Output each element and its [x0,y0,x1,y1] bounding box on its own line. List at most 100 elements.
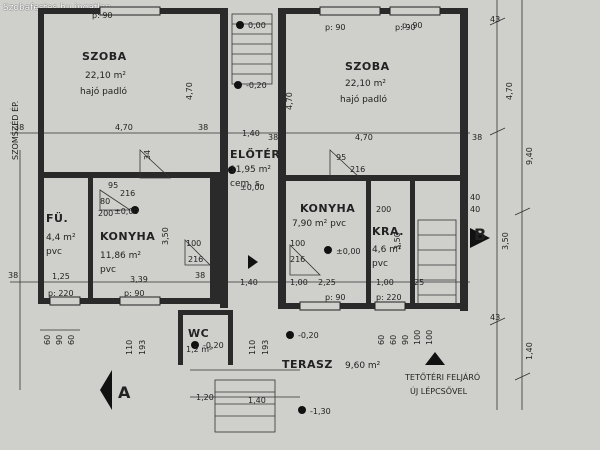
level-eloter: ±0,00 [240,183,265,192]
dimension: 1,25 [52,272,70,281]
stairs [190,13,457,433]
level-icon [234,81,242,89]
parapet: p: 220 [48,289,74,298]
parapet: p: 90 [92,11,113,20]
dimension: 216 [350,165,365,174]
dimension: 34 [143,150,152,160]
dimension: 60 [43,335,52,345]
dimension: 110 [125,340,134,355]
level-markers [131,21,332,414]
dimension: 1,00 [376,278,394,287]
dimension: 60 [377,335,386,345]
room-terasz-area: 9,60 m² [345,361,381,371]
dimension: 60 [389,335,398,345]
room-szoba-left-area: 22,10 m² [85,71,126,81]
room-konyha-left-name: KONYHA [100,230,155,243]
parapet: p: 90 [124,289,145,298]
section-a-arrow-icon [100,370,112,410]
room-terasz-name: TERASZ [282,358,333,371]
level-bottom: -1,30 [310,407,331,416]
dimension: 1,40 [242,129,260,138]
level-icon [228,166,236,174]
room-konyha-left-area: 11,86 m² [100,251,141,261]
room-kra-floor: pvc [372,259,388,269]
parapet: p: 220 [376,293,402,302]
dimension: 40 [470,205,480,214]
room-fu-name: FÜ. [46,211,68,225]
room-eloter-name: ELŐTÉR [230,147,280,161]
dimension: 90 [55,335,64,345]
dimension: 216 [188,255,203,264]
dimension: 100 [413,330,422,345]
room-eloter-floor: cem. s. [230,179,263,189]
room-kra-name: KRA. [372,225,404,238]
level-konyha-left: ±0,00 [114,207,139,216]
dimension: 4,70 [355,133,373,142]
parapet: p: 90 [325,23,346,32]
side-label: SZOMSZÉD ÉP. [9,101,20,160]
dimension: 1,00 [290,278,308,287]
level-terasz: -0,20 [298,331,319,340]
room-fu-floor: pvc [46,247,62,257]
dimension: 38 [14,123,24,132]
windows [49,6,441,311]
room-wc-name: WC [188,327,209,340]
dimension: 80 [100,197,110,206]
room-szoba-left-name: SZOBA [82,50,127,63]
dimension: 95 [108,181,118,190]
room-szoba-right-name: SZOBA [345,60,390,73]
dimension: 1,40 [525,342,534,360]
level-kra: ±0,00 [336,247,361,256]
dimension: 100 [186,239,201,248]
dimension: 1,40 [240,278,258,287]
dimension: 3,50 [501,232,510,250]
dimension: 9,40 [525,147,534,165]
room-szoba-right-floor: hajó padló [340,94,388,105]
section-a-label: A [118,383,131,402]
dimension-lines [10,0,531,410]
dimension: 100 [290,239,305,248]
section-b-arrow-icon [470,228,490,248]
section-b-label: B [474,225,487,244]
dimension: 2,25 [318,278,336,287]
dimension: 60 [67,335,76,345]
level-icon [236,21,244,29]
dimension: 200 [376,205,391,214]
dimension: 4,70 [185,82,194,100]
dimension: 95 [336,153,346,162]
labels: SZOMSZÉD ÉP. SZOBA 22,10 m² hajó padló S… [8,11,534,416]
room-konyha-left-floor: pvc [100,265,116,275]
dimension: 3,39 [130,275,148,284]
level-wc: -0,20 [203,341,224,350]
dimension: 1,20 [196,393,214,402]
room-szoba-left-floor: hajó padló [80,86,128,97]
hall-arrow-icon [248,255,258,269]
room-eloter-area: 11,95 m² [230,165,271,175]
dimension: 4,70 [115,123,133,132]
entry-arrow-icon [425,352,445,365]
level-icon [286,331,294,339]
dimension: 216 [290,255,305,264]
dimension: 40 [470,193,480,202]
note-line2: ÚJ LÉPCSŐVEL [410,385,468,396]
room-konyha-right-name: KONYHA [300,202,355,215]
room-konyha-right-area: 7,90 m² pvc [292,219,346,229]
dimension: 38 [472,133,482,142]
dimension: 200 [98,209,113,218]
dimension: 38 [195,271,205,280]
dimension: 193 [138,340,147,355]
level-icon [298,406,306,414]
dimension: 1,40 [248,396,266,405]
dimension: 110 [248,340,257,355]
room-fu-area: 4,4 m² [46,233,76,243]
dimension: 100 [425,330,434,345]
dimension: 4,70 [505,82,514,100]
parapet: p: 90 [402,21,423,30]
parapet: p: 90 [395,23,416,32]
dimension: 216 [120,189,135,198]
dimension: 38 [198,123,208,132]
note-line1: TETŐTÉRI FELJÁRÓ [404,371,480,382]
room-kra-area: 4,6 m² [372,245,402,255]
dimension: 38 [268,133,278,142]
